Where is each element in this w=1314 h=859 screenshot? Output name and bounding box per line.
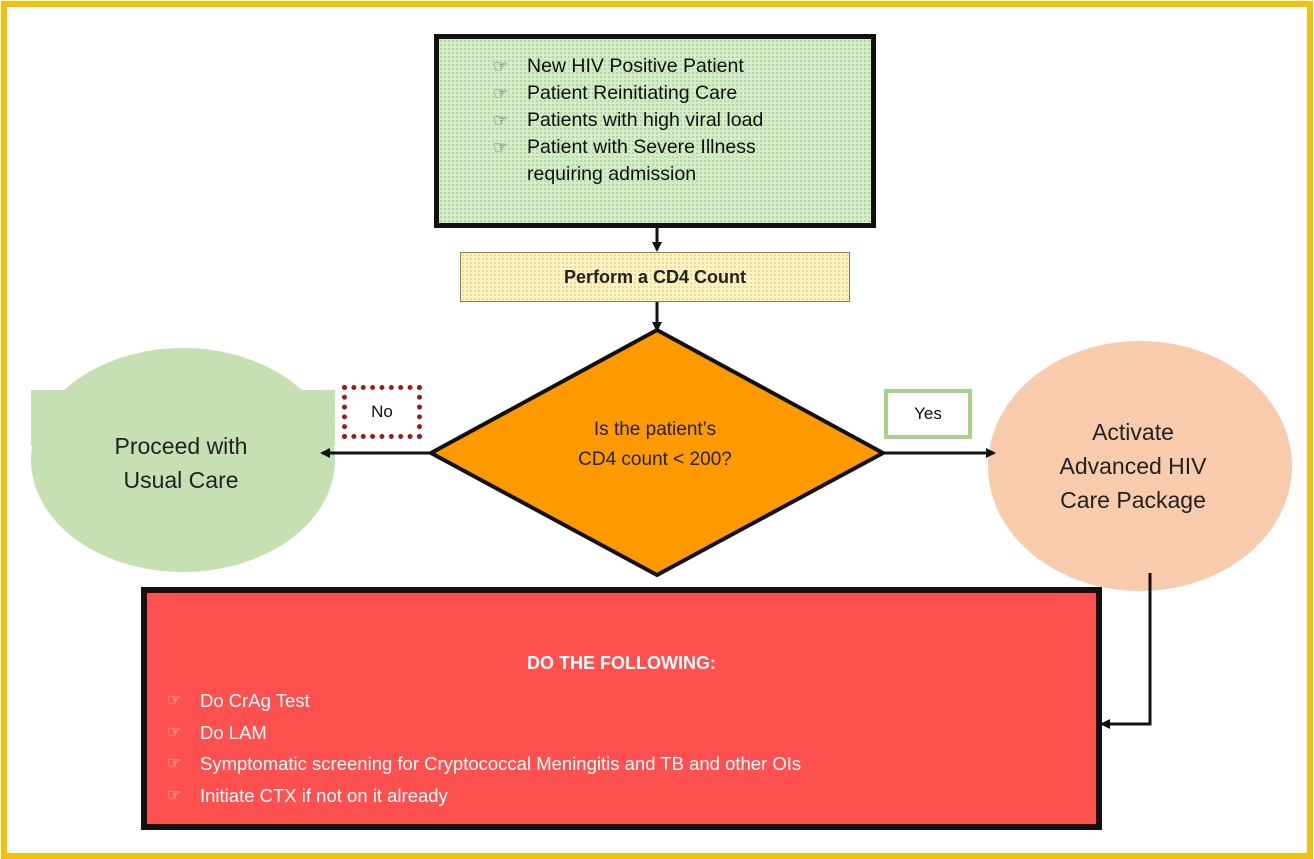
list-item: ☞ Do LAM [167,717,801,749]
pointing-hand-icon: ☞ [167,755,182,772]
no-label: No [342,385,422,439]
actions-title: DO THE FOLLOWING: [527,653,716,673]
criteria-text: Patient Reinitiating Care [527,82,738,104]
actions-list: ☞ Do CrAg Test ☞ Do LAM ☞ Symptomatic sc… [167,685,801,811]
list-item: ☞ Patient with Severe Illness [493,134,871,161]
usual-care-line-1: Proceed with [114,433,248,459]
arrow-care-to-actions [1100,573,1152,729]
criteria-text: New HIV Positive Patient [527,55,744,77]
pointing-hand-icon: ☞ [493,138,509,157]
pointing-hand-icon: ☞ [493,84,509,103]
decision-question: Is the patient’s CD4 count < 200? [520,405,790,485]
usual-care-ellipse [31,348,335,572]
list-item: ☞ Do CrAg Test [167,685,801,717]
pointing-hand-icon: ☞ [167,692,182,709]
list-item: ☞ Symptomatic screening for Cryptococcal… [167,748,801,780]
action-text: Do CrAg Test [200,690,310,711]
advanced-care-text: Activate Advanced HIV Care Package [988,396,1278,536]
advanced-care-line-3: Care Package [1060,487,1206,513]
usual-care-text: Proceed with Usual Care [36,408,326,518]
pointing-hand-icon: ☞ [167,786,182,804]
advanced-care-line-2: Advanced HIV [1059,453,1207,479]
decision-line-1: Is the patient’s [593,419,717,440]
criteria-text: Patient with Severe Illness [527,136,756,158]
list-item: ☞ Initiate CTX if not on it already [167,780,801,812]
decision-diamond [426,327,888,578]
list-item: ☞ Patients with high viral load [493,107,871,134]
yes-label: Yes [884,389,972,439]
list-item: ☞ Patient Reinitiating Care [493,80,871,107]
pointing-hand-icon: ☞ [493,57,509,76]
criteria-text: Patients with high viral load [527,109,764,131]
pointing-hand-icon: ☞ [493,111,509,130]
cd4-count-step: Perform a CD4 Count [460,252,850,302]
advanced-care-line-1: Activate [1092,419,1174,445]
action-text: Symptomatic screening for Cryptococcal M… [200,753,802,774]
pointing-hand-icon: ☞ [167,723,182,741]
action-text: Do LAM [200,721,267,743]
list-item: ☞ New HIV Positive Patient [493,53,871,80]
criteria-text: requiring admission [527,163,697,185]
actions-box: DO THE FOLLOWING: ☞ Do CrAg Test ☞ Do LA… [141,587,1102,830]
eligibility-criteria-box: ☞ New HIV Positive Patient ☞ Patient Rei… [434,34,876,228]
action-text: Initiate CTX if not on it already [200,784,448,806]
list-item-continuation: requiring admission [493,161,871,188]
eligibility-list: ☞ New HIV Positive Patient ☞ Patient Rei… [439,39,871,188]
advanced-care-ellipse [988,341,1292,591]
usual-care-line-2: Usual Care [123,467,239,493]
decision-line-2: CD4 count < 200? [578,449,732,470]
